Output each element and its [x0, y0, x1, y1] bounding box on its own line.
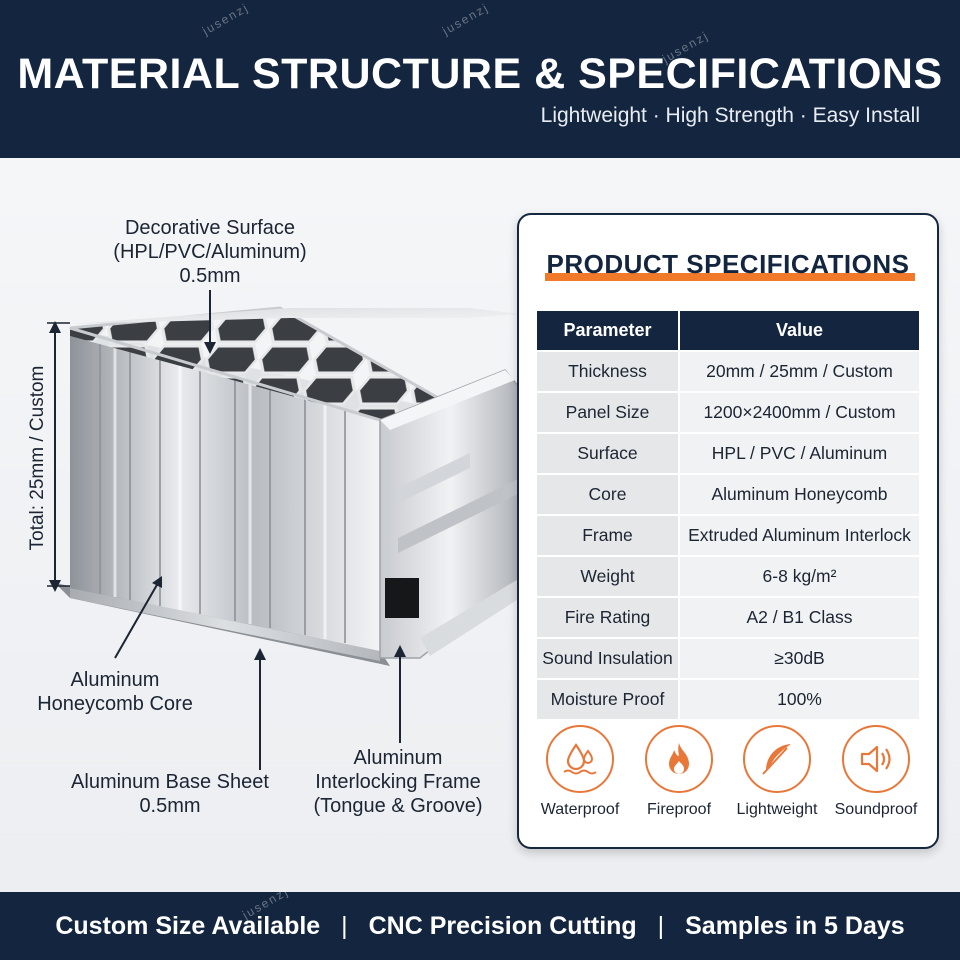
title-underline-bar	[545, 273, 915, 281]
row-value: Extruded Aluminum Interlock	[678, 514, 919, 556]
flame-icon	[645, 725, 713, 793]
main-content: Decorative Surface (HPL/PVC/Aluminum) 0.…	[0, 158, 960, 892]
footer-separator: |	[657, 912, 665, 940]
feature-waterproof: Waterproof	[535, 725, 625, 819]
speaker-icon	[842, 725, 910, 793]
row-parameter: Surface	[537, 432, 679, 474]
row-value: HPL / PVC / Aluminum	[678, 432, 919, 474]
row-parameter: Thickness	[537, 350, 679, 392]
page-title: MATERIAL STRUCTURE & SPECIFICATIONS	[17, 50, 943, 98]
label-total-thickness: Total: 25mm / Custom	[27, 365, 48, 551]
row-parameter: Panel Size	[537, 391, 679, 433]
feature-label: Waterproof	[540, 801, 620, 818]
label-interlocking-frame: Aluminum Interlocking Frame (Tongue & Gr…	[313, 747, 483, 817]
header-parameter: Parameter	[537, 311, 680, 351]
watermark: jusenzj	[199, 0, 252, 38]
row-parameter: Sound Insulation	[537, 637, 679, 679]
row-value: 6-8 kg/m²	[678, 555, 919, 597]
footer-item-cnc-cutting: CNC Precision Cutting	[368, 912, 637, 940]
label-honeycomb-core: Aluminum Honeycomb Core	[37, 669, 193, 715]
row-parameter: Weight	[537, 555, 679, 597]
row-parameter: Frame	[537, 514, 679, 556]
product-specifications-card: PRODUCT SPECIFICATIONS Parameter Value T…	[517, 213, 939, 849]
row-value: 20mm / 25mm / Custom	[678, 350, 919, 392]
page-subtitle: Lightweight · High Strength · Easy Insta…	[540, 104, 920, 127]
specs-table-header-row: Parameter Value	[537, 311, 919, 351]
feature-lightweight: Lightweight	[732, 725, 822, 819]
row-value: A2 / B1 Class	[678, 596, 919, 638]
footer-item-samples: Samples in 5 Days	[685, 912, 905, 940]
footer-banner: jusenzj Custom Size Available | CNC Prec…	[0, 884, 960, 960]
feature-soundproof: Soundproof	[831, 725, 921, 819]
footer-item-custom-size: Custom Size Available	[55, 912, 321, 940]
feature-fireproof: Fireproof	[634, 725, 724, 819]
row-parameter: Moisture Proof	[537, 678, 679, 719]
row-value: Aluminum Honeycomb	[678, 473, 919, 515]
feather-icon	[743, 725, 811, 793]
feature-label: Soundproof	[834, 801, 918, 818]
honeycomb-core-shape	[70, 333, 380, 651]
footer-text: Custom Size Available | CNC Precision Cu…	[0, 912, 960, 941]
header-banner: jusenzj jusenzj jusenzj MATERIAL STRUCTU…	[0, 0, 960, 158]
row-value: 1200×2400mm / Custom	[678, 391, 919, 433]
row-value: 100%	[678, 678, 919, 719]
panel-illustration	[47, 290, 520, 770]
panel-structure-diagram: Decorative Surface (HPL/PVC/Aluminum) 0.…	[0, 158, 520, 892]
row-parameter: Fire Rating	[537, 596, 679, 638]
feature-label: Lightweight	[736, 801, 818, 818]
label-base-sheet: Aluminum Base Sheet 0.5mm	[71, 771, 269, 817]
specs-title: PRODUCT SPECIFICATIONS	[546, 249, 910, 279]
header-value: Value	[679, 311, 919, 351]
table-row: Sound Insulation≥30dB	[537, 637, 919, 679]
label-decorative-surface: Decorative Surface (HPL/PVC/Aluminum) 0.…	[113, 217, 307, 287]
feature-label: Fireproof	[646, 801, 712, 818]
row-value: ≥30dB	[678, 637, 919, 679]
row-parameter: Core	[537, 473, 679, 515]
water-drops-icon	[546, 725, 614, 793]
watermark: jusenzj	[439, 0, 492, 38]
footer-separator: |	[341, 912, 348, 940]
